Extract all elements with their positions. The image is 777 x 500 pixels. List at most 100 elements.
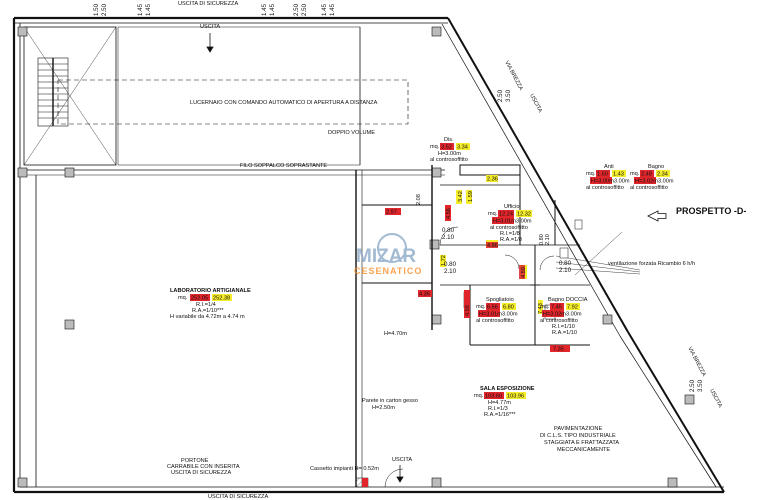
prospetto-label: PROSPETTO -D-: [676, 206, 746, 216]
room-area-red: 1.50: [597, 172, 608, 178]
dim: 1.72: [441, 255, 447, 266]
room-note: al controsoffitto: [540, 318, 578, 324]
dim: 4.36: [419, 292, 430, 298]
mezzanine-label: FILO SOPPALCO SOPRASTANTE: [240, 163, 327, 169]
top-dim: 1.50: [93, 3, 100, 16]
top-dim: 2.50: [301, 3, 308, 16]
bottom-exit-label: USCITA DI SICUREZZA: [208, 494, 268, 500]
room-laboratorio: LABORATORIO ARTIGIANALE mq. 252.05 252.3…: [170, 288, 251, 320]
room-title: LABORATORIO ARTIGIANALE: [170, 288, 251, 294]
portone-label: PORTONE CARRABILE CON INSERITA USCITA DI…: [167, 458, 240, 476]
dim: 3.50: [697, 379, 704, 392]
dim: 4.56: [446, 208, 452, 219]
room-height: 3.00m: [502, 312, 518, 318]
room-height-red: H=3.00m: [591, 179, 614, 185]
room-height: H=3.00m: [438, 151, 461, 157]
room-area: 3.34: [457, 145, 468, 151]
dim: 4.58: [465, 305, 471, 316]
dim: 2.10: [442, 234, 455, 241]
room-area-red: 3.52: [441, 145, 452, 151]
room-area-label: mq.: [474, 393, 484, 399]
exit-right-top: USCITA: [528, 93, 543, 114]
room-note: al controsoffitto: [476, 318, 514, 324]
room-area-red: 12.24: [499, 212, 513, 218]
room-height-red: H=3.01m: [479, 312, 502, 318]
room-area-label: mq.: [476, 304, 486, 310]
room-area-label: mq.: [630, 171, 640, 177]
dim: 2.08: [416, 194, 422, 205]
room-note: al controsoffitto: [630, 185, 668, 191]
room-title: Spogliatoio: [486, 297, 514, 303]
room-height: H variabile da 4.72m a 4.74 m: [170, 314, 245, 320]
top-dim: 2.50: [101, 3, 108, 16]
dimension-labels: 0.80 2.10 0.80 2.10 0.80 2.10 0.80 2.10 …: [386, 89, 704, 392]
dim: 0.80: [539, 234, 545, 245]
parete-label: Parete in carton gesso H=2.50m: [362, 398, 418, 411]
room-spogliatoio: Spogliatoio mq. 6.56 6.80 H=3.01m 3.00m …: [476, 297, 518, 324]
room-ra: R.A.=1/16***: [484, 412, 516, 418]
outer-walls: [12, 16, 725, 494]
room-title: Anti: [604, 164, 614, 170]
room-title: SALA ESPOSIZIONE: [480, 386, 535, 392]
room-ra: R.A.=1/10: [552, 330, 577, 336]
room-ufficio: Ufficio mq. 12.24 12.32 H=3.01m 3.00m al…: [488, 204, 532, 243]
room-bagno: Bagno mq. 2.48 2.34 H=3.02m 3.00m al con…: [630, 164, 674, 191]
dim: 7.35: [553, 347, 564, 353]
room-area: 12.32: [517, 212, 531, 218]
height-label: H=4.70m: [384, 331, 407, 337]
portone-line: PORTONE: [181, 458, 209, 464]
room-title: Ufficio: [504, 204, 519, 210]
room-area-label: mq.: [430, 144, 440, 150]
skylight-label: LUCERNAIO CON COMANDO AUTOMATICO DI APER…: [190, 100, 378, 106]
room-area: 103.96: [507, 394, 524, 400]
parete-line: H=2.50m: [372, 405, 395, 411]
highlight-boxes: [362, 175, 570, 487]
dim: 2.50: [689, 379, 696, 392]
dim: 4.59: [521, 267, 527, 278]
exit-arrows: [206, 33, 404, 483]
dim: 3.42: [458, 191, 464, 202]
room-ra: R.A.=1/10***: [192, 308, 224, 314]
top-exit: USCITA: [200, 24, 220, 30]
dim: 7.43: [538, 303, 544, 314]
room-ri: R.I.=1/3: [488, 406, 508, 412]
room-area-red: 6.56: [487, 305, 498, 311]
room-title: Bagno DOCCIA: [548, 297, 588, 303]
room-ri: R.I.=1/4: [196, 302, 216, 308]
pavimentazione-label: PAVIMENTAZIONE DI C.L.S. TIPO INDUSTRIAL…: [540, 426, 619, 453]
room-height: H=4.77m: [488, 400, 511, 406]
top-dim: 1.45: [261, 3, 268, 16]
room-area: 7.92: [567, 305, 578, 311]
room-area: 252.38: [213, 296, 230, 302]
room-ri: R.I.=1/8: [500, 231, 520, 237]
top-exit-label: USCITA DI SICUREZZA: [178, 1, 238, 7]
room-height: 3.00m: [614, 179, 630, 185]
paviment-line: STAGGIATA E FRATTAZZATA: [544, 440, 619, 446]
top-dim: 2.50: [293, 3, 300, 16]
room-area-red: 2.48: [641, 172, 652, 178]
room-note: al controsoffitto: [430, 157, 468, 163]
room-dis: Dis. mq. 3.52 3.34 H=3.00m al controsoff…: [430, 137, 470, 163]
cassetto-label: Cassetto impianti H= 0.52m: [310, 466, 379, 472]
stair: [37, 57, 69, 127]
room-area-label: mq.: [540, 304, 550, 310]
room-area-red: 103.60: [485, 394, 502, 400]
portone-line: CARRABILE CON INSERITA: [167, 464, 240, 470]
room-ra: R.A.=1/8: [500, 237, 522, 243]
dim: 2.50: [497, 89, 504, 102]
watermark-name: MIZAR: [356, 246, 416, 267]
dim: 2.10: [444, 268, 457, 275]
watermark-sub: CESENATICO: [354, 266, 422, 276]
room-area-red: 252.05: [191, 296, 208, 302]
watermark-logo: MIZAR CESENATICO: [354, 233, 422, 276]
room-area-label: mq.: [178, 295, 188, 301]
exit-right-bottom: USCITA: [708, 388, 723, 409]
top-dim: 1.45: [137, 3, 144, 16]
dim: 3.50: [505, 89, 512, 102]
paviment-line: MECCANICAMENTE: [557, 447, 610, 453]
dim: 0.80: [444, 261, 457, 268]
room-note: al controsoffitto: [586, 185, 624, 191]
paviment-line: DI C.L.S. TIPO INDUSTRIALE: [540, 433, 616, 439]
street-label-top: VIA BREZZA: [503, 60, 524, 92]
